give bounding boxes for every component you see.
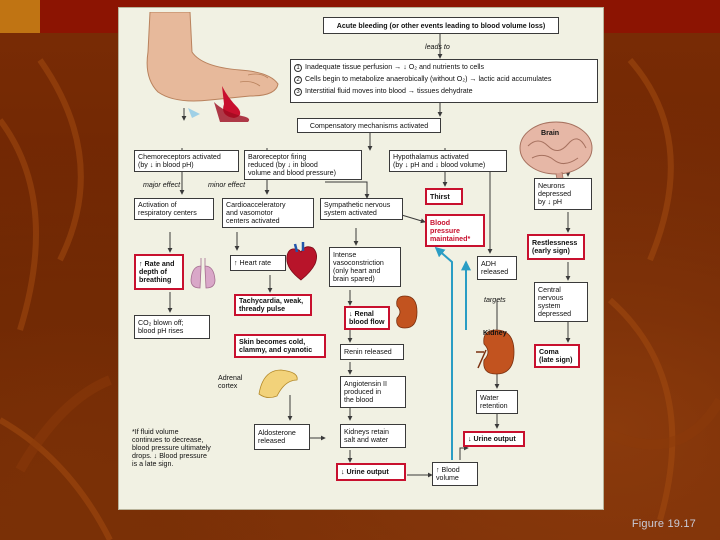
- urine-output-bottom-box: ↓ Urine output: [336, 463, 406, 481]
- footnote-text: *If fluid volume continues to decrease, …: [132, 428, 211, 468]
- kidney-label: Kidney: [483, 329, 507, 337]
- renal-blood-flow-box: ↓ Renal blood flow: [344, 306, 390, 330]
- cns-depressed-box: Central nervous system depressed: [534, 282, 588, 322]
- cardioacceleratory-box: Cardioacceleratory and vasomotor centers…: [222, 198, 314, 228]
- rate-depth-breathing-box: ↑ Rate and depth of breathing: [134, 254, 184, 290]
- neurons-depressed-box: Neurons depressed by ↓ pH: [534, 178, 592, 210]
- adh-released-box: ADH released: [477, 256, 517, 280]
- kidney-icon-small: [396, 295, 418, 329]
- header-box-acute-bleeding: Acute bleeding (or other events leading …: [323, 17, 559, 34]
- skin-cold-box: Skin becomes cold, clammy, and cyanotic: [234, 334, 326, 358]
- blood-pressure-maintained-box: Blood pressure maintained*: [425, 214, 485, 247]
- coma-box: Coma (late sign): [534, 344, 580, 368]
- bleeding-foot-illustration: [146, 12, 279, 122]
- sympathetic-box: Sympathetic nervous system activated: [320, 198, 403, 220]
- baroreceptor-box: Baroreceptor firing reduced (by ↓ in blo…: [244, 150, 362, 180]
- water-retention-box: Water retention: [476, 390, 518, 414]
- aldosterone-box: Aldosterone released: [254, 424, 310, 450]
- minor-effect-label: minor effect: [208, 181, 246, 189]
- chemoreceptors-box: Chemoreceptors activated (by ↓ in blood …: [134, 150, 239, 172]
- brain-illustration: [519, 121, 593, 184]
- tachycardia-box: Tachycardia, weak, thready pulse: [234, 294, 312, 316]
- respiratory-centers-box: Activation of respiratory centers: [134, 198, 214, 220]
- leads-to-label: leads to: [425, 43, 450, 51]
- major-effect-label: major effect: [143, 181, 181, 189]
- figure-caption: Figure 19.17: [631, 518, 696, 530]
- restlessness-box: Restlessness (early sign): [527, 234, 585, 260]
- brain-label: Brain: [541, 129, 560, 137]
- co2-blown-off-box: CO₂ blown off; blood pH rises: [134, 315, 210, 339]
- kidney-icon-large: [476, 329, 515, 375]
- thirst-box: Thirst: [425, 188, 463, 205]
- slide-top-accent: [0, 0, 40, 33]
- targets-label: targets: [484, 296, 506, 304]
- adrenal-cortex-label: Adrenal cortex: [218, 374, 243, 390]
- urine-output-right-box: ↓ Urine output: [463, 431, 525, 447]
- kidneys-retain-box: Kidneys retain salt and water: [340, 424, 406, 448]
- compensatory-mechanisms-box: Compensatory mechanisms activated: [297, 118, 441, 133]
- renin-released-box: Renin released: [340, 344, 404, 360]
- lungs-icon: [190, 258, 216, 289]
- adrenal-gland-icon: [258, 369, 298, 398]
- vasoconstriction-box: Intense vasoconstriction (only heart and…: [329, 247, 401, 287]
- heart-rate-box: ↑ Heart rate: [230, 255, 286, 271]
- hypothalamus-box: Hypothalamus activated (by ↓ pH and ↓ bl…: [389, 150, 507, 172]
- heart-icon: [286, 242, 317, 281]
- blood-volume-box: ↑ Blood volume: [432, 462, 478, 486]
- angiotensin-box: Angiotensin II produced in the blood: [340, 376, 406, 408]
